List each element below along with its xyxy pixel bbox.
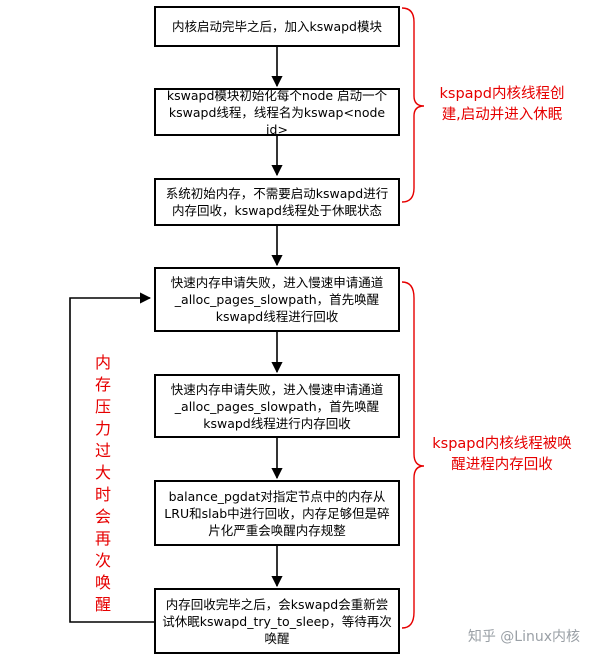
step-1-text: 内核启动完毕之后，加入kswapd模块 [171,19,382,34]
step-6-box: balance_pgdat对指定节点中的内存从LRU和slab中进行回收，内存足… [154,480,400,546]
step-7-box: 内存回收完毕之后，会kswapd会重新尝试休眠kswapd_try_to_sle… [154,588,400,654]
step-2-box: kswapd模块初始化每个node 启动一个kswapd线程，线程名为kswap… [154,87,400,137]
brace-phase1 [401,7,425,203]
step-1-box: 内核启动完毕之后，加入kswapd模块 [154,6,400,47]
step-6-text: balance_pgdat对指定节点中的内存从LRU和slab中进行回收，内存足… [164,488,390,538]
watermark: 知乎 @Linux内核 [467,629,580,645]
brace-phase2 [401,281,425,629]
step-5-box: 快速内存申请失败，进入慢速申请通道_alloc_pages_slowpath，首… [154,374,400,438]
loop-back-arrow [69,292,156,623]
step-2-text: kswapd模块初始化每个node 启动一个kswapd线程，线程名为kswap… [166,87,388,137]
phase2-annotation: kspapd内核线程被唤醒进程内存回收 [432,436,572,473]
step-4-text: 快速内存申请失败，进入慢速申请通道_alloc_pages_slowpath，首… [170,275,384,324]
step-3-text: 系统初始内存，不需要启动kswapd进行内存回收，kswapd线程处于休眠状态 [165,186,389,218]
step-3-box: 系统初始内存，不需要启动kswapd进行内存回收，kswapd线程处于休眠状态 [154,178,400,226]
phase1-annotation: kspapd内核线程创建,启动并进入休眠 [439,86,565,123]
step-7-text: 内存回收完毕之后，会kswapd会重新尝试休眠kswapd_try_to_sle… [162,596,392,646]
step-5-text: 快速内存申请失败，进入慢速申请通道_alloc_pages_slowpath，首… [170,381,384,431]
loop-annotation: 内存压力过大时会再次唤醒 [94,353,111,614]
step-4-box: 快速内存申请失败，进入慢速申请通道_alloc_pages_slowpath，首… [154,267,400,332]
